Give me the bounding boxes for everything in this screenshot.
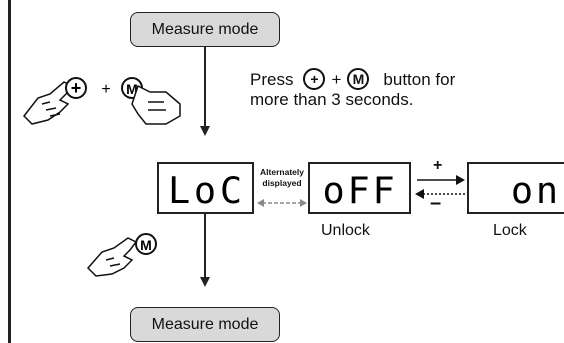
flow-line-top xyxy=(204,47,206,127)
display-off-text: oFF xyxy=(322,169,397,212)
measure-mode-bottom: Measure mode xyxy=(130,307,280,342)
arrow-right-icon xyxy=(300,199,307,207)
instruction-press: Press xyxy=(250,69,294,89)
label-lock: Lock xyxy=(493,222,527,239)
alternately-line1: Alternately xyxy=(260,167,304,177)
arrow-left-icon xyxy=(415,189,424,199)
display-off: oFF xyxy=(308,162,411,214)
plus-sign: + xyxy=(433,157,443,174)
left-rule xyxy=(8,0,11,343)
minus-sign: – xyxy=(430,192,442,214)
arrow-left-icon xyxy=(257,199,264,207)
instruction-text: Press + + M button for more than 3 secon… xyxy=(250,68,550,109)
measure-mode-top: Measure mode xyxy=(130,12,280,47)
arrow-down-icon xyxy=(200,277,210,287)
display-on-text: on xyxy=(511,169,561,212)
m-button-icon xyxy=(135,233,157,255)
hand-press-m: M xyxy=(86,233,157,277)
hand-m-text: M xyxy=(126,81,138,97)
display-loc: LoC xyxy=(157,162,254,214)
measure-mode-top-label: Measure mode xyxy=(151,20,259,38)
alternation-arrows xyxy=(257,199,307,207)
plus-button-icon xyxy=(65,77,87,99)
hand-press-icon xyxy=(23,81,74,125)
flow-line-bottom xyxy=(204,214,206,278)
instruction-button-for: button for xyxy=(383,69,456,89)
m-button-icon: M xyxy=(347,68,370,90)
hand-joiner-text: + xyxy=(101,81,110,98)
hand-single-m-text: M xyxy=(140,237,152,253)
alternately-displayed: Alternately displayed xyxy=(256,167,308,189)
alternately-line2: displayed xyxy=(262,178,302,188)
arrow-right-icon xyxy=(456,175,465,185)
display-loc-text: LoC xyxy=(168,169,246,212)
transition-arrows xyxy=(415,175,465,199)
measure-mode-bottom-label: Measure mode xyxy=(151,315,259,333)
instruction-line2: more than 3 seconds. xyxy=(250,90,414,109)
plus-button-icon: + xyxy=(303,68,326,90)
instruction-plus-sign: + xyxy=(331,69,342,89)
hand-press-combo: + + M xyxy=(23,77,181,125)
label-unlock: Unlock xyxy=(321,222,370,239)
hand-plus-text: + xyxy=(71,78,82,98)
hand-press-icon xyxy=(131,84,181,125)
hand-press-icon xyxy=(86,237,138,277)
display-on: on xyxy=(467,162,564,214)
arrow-down-icon xyxy=(200,126,210,136)
